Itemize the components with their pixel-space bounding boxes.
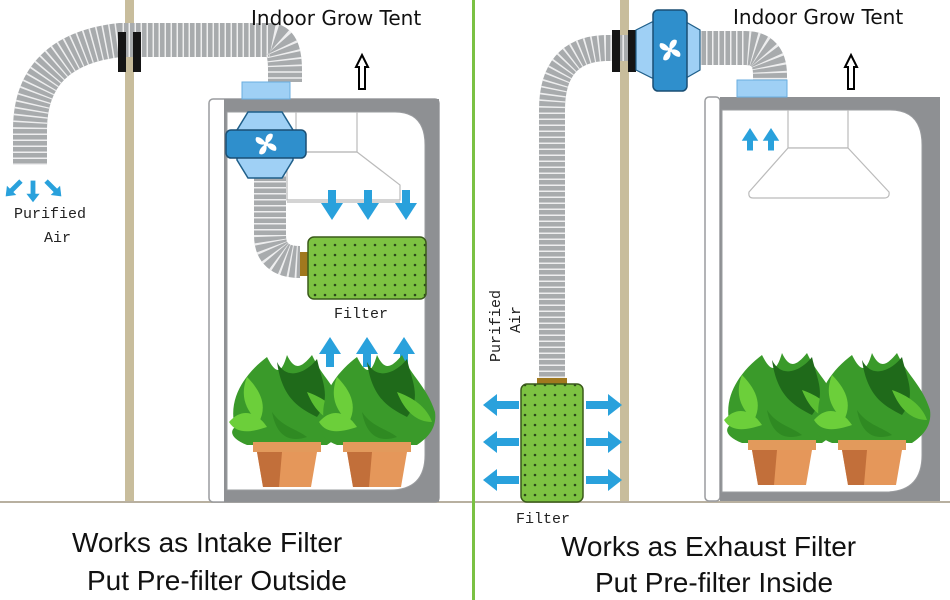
exhaust-duct [537, 30, 788, 386]
outline-up-arrow-icon [844, 54, 858, 90]
arrow-icon [586, 394, 622, 416]
floor-line [475, 501, 950, 503]
carbon-filter [307, 236, 427, 300]
filter-label: Filter [334, 306, 388, 323]
arrow-icon [586, 469, 622, 491]
panel-divider [472, 0, 475, 600]
purified-air-label-line2: Air [44, 230, 71, 247]
filter-label: Filter [516, 511, 570, 528]
caption-line2: Put Pre-filter Inside [595, 567, 833, 598]
intake-duct [13, 23, 308, 278]
panel-intake: Indoor Grow Tent Purified Air Filter Wor… [0, 0, 472, 596]
arrow-icon [41, 176, 67, 202]
arrow-icon [26, 180, 40, 203]
arrow-icon [586, 431, 622, 453]
inline-fan [635, 9, 701, 92]
wall [620, 0, 629, 503]
caption-line1: Works as Intake Filter [72, 527, 342, 558]
wall [125, 0, 134, 503]
arrow-icon [0, 176, 26, 202]
inline-fan [225, 111, 307, 179]
arrow-icon [483, 431, 519, 453]
caption-line1: Works as Exhaust Filter [561, 531, 856, 562]
purified-air-label-line2: Air [508, 306, 525, 333]
arrow-icon [483, 394, 519, 416]
arrow-icon [483, 469, 519, 491]
carbon-filter [520, 383, 584, 503]
purified-air-label-line1: Purified [488, 290, 505, 362]
caption-line2: Put Pre-filter Outside [87, 565, 347, 596]
tent-label: Indoor Grow Tent [733, 5, 903, 29]
tent-label: Indoor Grow Tent [251, 6, 421, 30]
panel-exhaust: Indoor Grow Tent Purified Air Filter Wor… [475, 0, 950, 598]
purified-air-label-line1: Purified [14, 206, 86, 223]
outlet-arrows [0, 176, 67, 203]
outline-up-arrow-icon [355, 54, 369, 90]
